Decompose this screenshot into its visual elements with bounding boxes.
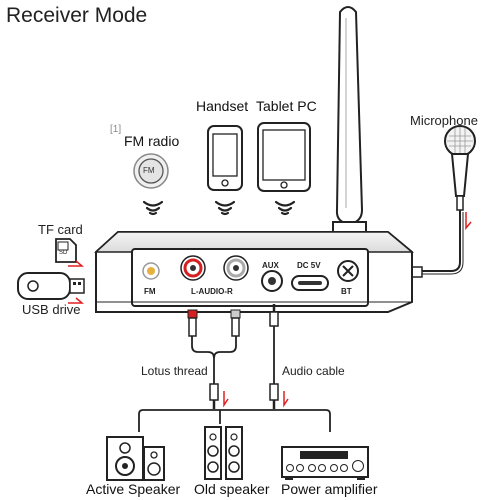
l-audio-r-label: L-AUDIO-R: [191, 287, 233, 296]
fm-radio-label: FM radio: [124, 133, 180, 149]
bt-knob-icon: [337, 260, 359, 282]
tablet-label: Tablet PC: [256, 98, 317, 114]
rca-right-jack-icon: [223, 255, 249, 281]
handset-icon: [207, 125, 243, 191]
dc-port-icon: [291, 275, 329, 291]
audio-cable-label: Audio cable: [282, 364, 345, 378]
wireless-wave-icon: [274, 200, 296, 216]
aux-port-label: AUX: [262, 261, 279, 270]
aux-jack-icon: [261, 270, 283, 292]
fm-badge: FM: [143, 166, 155, 175]
fm-index-label: [1]: [110, 124, 122, 135]
handset-label: Handset: [196, 98, 249, 114]
receiver-device: [94, 231, 415, 313]
power-amplifier-label: Power amplifier: [281, 481, 378, 497]
fm-jack-icon: [142, 262, 160, 280]
microphone-icon: [396, 125, 476, 278]
wireless-wave-icon: [142, 200, 164, 216]
microphone-label: Microphone: [410, 113, 478, 128]
active-speaker-icon: [106, 436, 165, 481]
fm-port-label: FM: [144, 287, 156, 296]
bt-label: BT: [341, 287, 352, 296]
fm-radio-icon: [133, 153, 169, 189]
power-amplifier-icon: [281, 446, 369, 480]
page-title: Receiver Mode: [6, 4, 148, 27]
usb-drive-label: USB drive: [22, 302, 81, 317]
insert-arrow-icon: [465, 212, 472, 231]
output-bracket: [138, 409, 331, 432]
dc-port-label: DC 5V: [297, 261, 321, 270]
wireless-wave-icon: [214, 200, 236, 216]
tablet-icon: [257, 122, 311, 192]
old-speaker-icon: [204, 426, 243, 480]
active-speaker-label: Active Speaker: [86, 481, 181, 497]
usb-drive-icon: [17, 272, 85, 300]
old-speaker-label: Old speaker: [194, 481, 270, 497]
lotus-cable: [187, 309, 241, 409]
lotus-cable-label: Lotus thread: [141, 364, 208, 378]
insert-arrow-icon: [283, 391, 289, 408]
audio-cable: [269, 304, 279, 409]
tf-card-icon: [55, 238, 77, 263]
antenna-icon: [332, 6, 367, 243]
tf-badge: SD: [59, 250, 68, 256]
rca-left-jack-icon: [180, 255, 206, 281]
insert-arrow-icon: [223, 391, 229, 408]
insert-arrow-icon: [68, 260, 85, 267]
tf-card-label: TF card: [38, 222, 83, 237]
insert-arrow-icon: [68, 297, 85, 304]
